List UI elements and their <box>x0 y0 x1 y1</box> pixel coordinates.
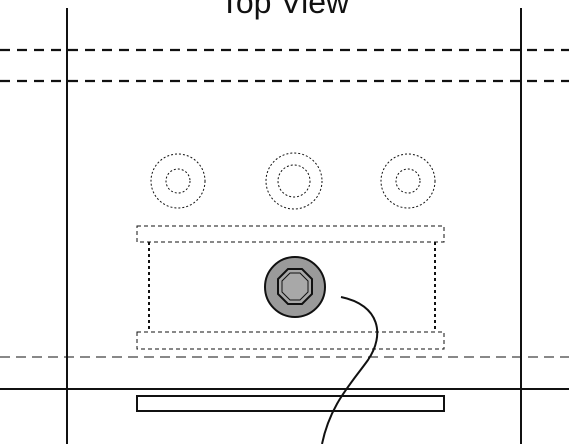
bottom-plate <box>136 395 445 412</box>
bolt-head <box>264 256 326 318</box>
bolt-octagon <box>277 268 313 305</box>
hole-center <box>265 152 323 210</box>
hole-right <box>380 153 436 209</box>
cable-wire <box>321 296 379 444</box>
bracket-top-flange <box>136 225 445 243</box>
hole-left <box>150 153 206 209</box>
bracket-bottom-flange <box>136 331 445 350</box>
